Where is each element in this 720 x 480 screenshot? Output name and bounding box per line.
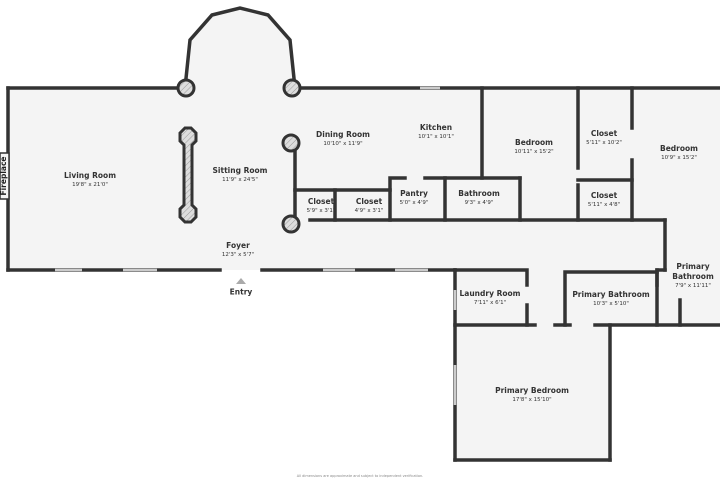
room-laundry-room: Laundry Room 7'11" x 6'1" [460, 289, 521, 307]
room-foyer: Foyer 12'3" x 5'7" [222, 241, 254, 259]
entry-label: Entry [229, 287, 253, 297]
room-primary-bedroom: Primary Bedroom 17'8" x 15'10" [495, 386, 569, 404]
room-primary-bathroom: Primary Bathroom 10'3" x 5'10" [572, 290, 649, 308]
room-living-room: Living Room 19'8" x 21'0" [64, 171, 116, 189]
room-name: Primary Bathroom [672, 262, 714, 281]
room-closet: Closet 5'9" x 3'1" [307, 197, 336, 215]
room-closet: Closet 4'9" x 3'1" [355, 197, 384, 215]
fireplace-label: Fireplace [0, 156, 8, 196]
room-name: Dining Room [316, 130, 370, 139]
columns [176, 78, 302, 234]
room-dims: 5'11" x 4'8" [587, 202, 621, 208]
floor-area [8, 8, 720, 460]
room-bedroom: Bedroom 10'11" x 15'2" [514, 138, 553, 156]
disclaimer: All dimensions are approximate and subje… [296, 474, 424, 478]
room-name: Closet [307, 197, 335, 206]
room-dims: 5'0" x 4'9" [399, 200, 429, 206]
room-dims: 7'9" x 11'11" [675, 283, 711, 289]
room-name: Primary Bedroom [495, 386, 569, 395]
room-name: Kitchen [419, 123, 453, 132]
room-name: Pantry [400, 189, 428, 198]
room-dims: 5'11" x 10'2" [586, 140, 622, 146]
room-dims: 19'8" x 21'0" [72, 182, 108, 188]
room-dims: 9'3" x 4'9" [464, 200, 494, 206]
room-name: Bedroom [660, 144, 698, 153]
room-name: Living Room [63, 171, 117, 180]
room-dims: 10'10" x 11'9" [323, 141, 363, 147]
room-bedroom: Bedroom 10'9" x 15'2" [660, 144, 698, 162]
room-dims: 10'1" x 10'1" [418, 134, 454, 140]
fireplace [0, 152, 10, 200]
room-name: Foyer [226, 241, 250, 250]
room-name: Primary Bathroom [572, 290, 650, 299]
room-name: Closet [590, 129, 618, 138]
room-kitchen: Kitchen 10'1" x 10'1" [418, 123, 454, 141]
room-dims: 10'3" x 5'10" [593, 301, 629, 307]
room-dims: 7'11" x 6'1" [473, 300, 507, 306]
room-dims: 17'8" x 15'10" [512, 397, 552, 403]
room-pantry: Pantry 5'0" x 4'9" [400, 189, 429, 207]
room-dims: 5'9" x 3'1" [306, 208, 336, 214]
room-dims: 10'11" x 15'2" [514, 149, 554, 155]
room-closet: Closet 5'11" x 4'8" [588, 191, 620, 209]
room-dining-room: Dining Room 10'10" x 11'9" [316, 130, 370, 148]
room-primary-bathroom: Primary Bathroom 7'9" x 11'11" [671, 262, 716, 290]
room-name: Bedroom [515, 138, 553, 147]
room-name: Bathroom [458, 189, 500, 198]
room-closet: Closet 5'11" x 10'2" [586, 129, 622, 147]
room-name: Closet [590, 191, 618, 200]
entry-arrow-icon [236, 278, 246, 284]
windows [55, 86, 457, 405]
room-dims: 10'9" x 15'2" [661, 155, 697, 161]
room-name: Closet [355, 197, 383, 206]
room-name: Sitting Room [212, 166, 268, 175]
room-bathroom: Bathroom 9'3" x 4'9" [458, 189, 500, 207]
room-dims: 12'3" x 5'7" [221, 252, 255, 258]
room-name: Laundry Room [459, 289, 521, 298]
room-sitting-room: Sitting Room 11'9" x 24'5" [213, 166, 268, 184]
room-dims: 11'9" x 24'5" [222, 177, 258, 183]
room-dims: 4'9" x 3'1" [354, 208, 384, 214]
